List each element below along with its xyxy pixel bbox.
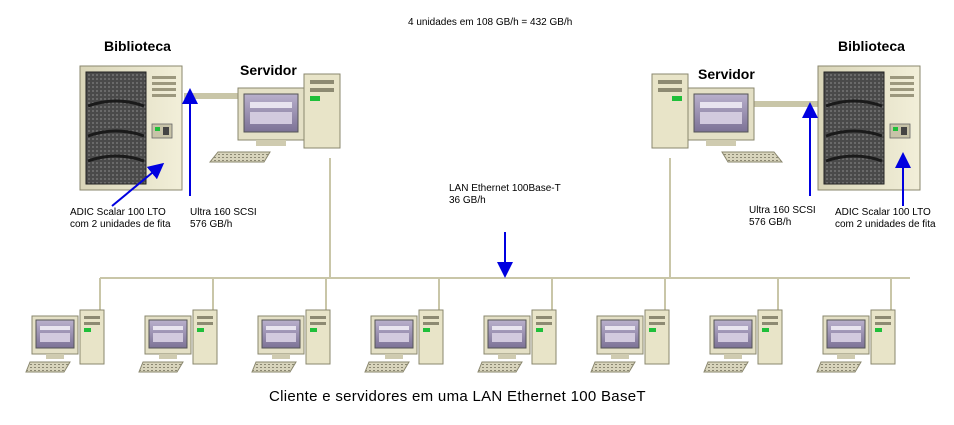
right-server-label: Servidor (698, 66, 755, 82)
right-library-note: ADIC Scalar 100 LTO com 2 unidades de fi… (835, 207, 936, 231)
client-workstation (138, 309, 218, 373)
right-library-label: Biblioteca (838, 38, 905, 54)
right-library-note-line2: com 2 unidades de fita (835, 219, 936, 230)
right-scsi-line2: 576 GB/h (749, 217, 792, 228)
left-library-arrow (111, 162, 165, 207)
left-scsi-note: Ultra 160 SCSI 576 GB/h (190, 207, 257, 231)
right-scsi-line1: Ultra 160 SCSI (749, 205, 816, 216)
left-scsi-line2: 576 GB/h (190, 219, 233, 230)
right-scsi-note: Ultra 160 SCSI 576 GB/h (749, 205, 816, 229)
left-library-label: Biblioteca (104, 38, 171, 54)
left-library-note-line2: com 2 unidades de fita (70, 219, 171, 230)
lan-line2: 36 GB/h (449, 195, 486, 206)
left-server (209, 73, 341, 163)
client-drops (99, 278, 892, 310)
lan-note: LAN Ethernet 100Base-T 36 GB/h (449, 183, 561, 207)
header-throughput: 4 unidades em 108 GB/h = 432 GB/h (408, 17, 573, 28)
client-workstation (703, 309, 783, 373)
left-tape-library (78, 64, 184, 192)
right-tape-library (816, 64, 922, 192)
client-workstation (364, 309, 444, 373)
client-workstation (477, 309, 557, 373)
client-workstation (25, 309, 105, 373)
left-library-note-line1: ADIC Scalar 100 LTO (70, 207, 166, 218)
right-server (651, 73, 783, 163)
client-workstation (251, 309, 331, 373)
diagram-caption: Cliente e servidores em uma LAN Ethernet… (269, 388, 646, 405)
right-library-note-line1: ADIC Scalar 100 LTO (835, 207, 931, 218)
left-server-label: Servidor (240, 62, 297, 78)
client-workstation (816, 309, 896, 373)
left-library-note: ADIC Scalar 100 LTO com 2 unidades de fi… (70, 207, 171, 231)
left-scsi-line1: Ultra 160 SCSI (190, 207, 257, 218)
lan-line1: LAN Ethernet 100Base-T (449, 183, 561, 194)
client-workstation (590, 309, 670, 373)
clients (25, 309, 896, 373)
